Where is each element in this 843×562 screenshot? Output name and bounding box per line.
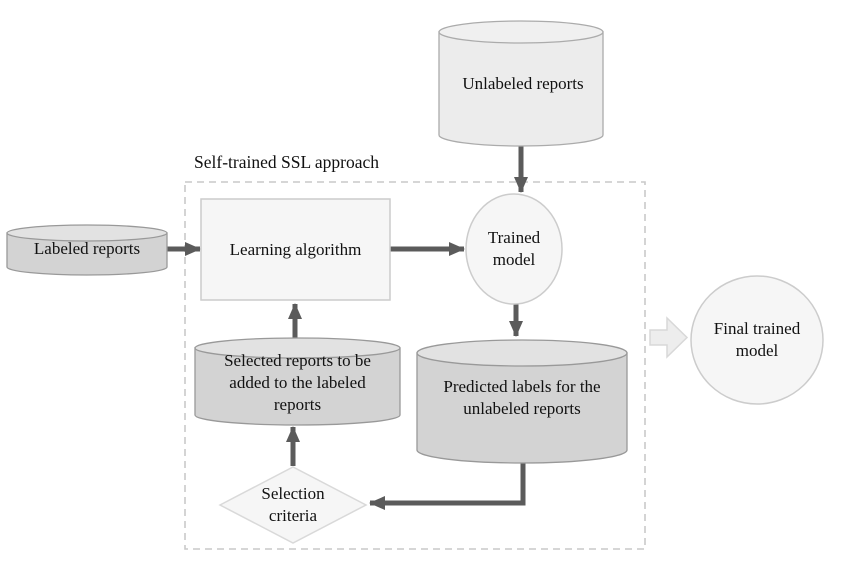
- selection-criteria-label: Selection criteria: [261, 484, 325, 525]
- block-arrow-to-final-model: [649, 316, 689, 359]
- labeled-reports-cylinder: [6, 224, 168, 276]
- unlabeled-reports-label: Unlabeled reports: [462, 73, 584, 93]
- ssl-container-dashed-box: [184, 181, 646, 550]
- ssl-container-title: Self-trained SSL approach: [194, 152, 379, 172]
- selected-reports-label: Selected reports to be added to the labe…: [224, 351, 371, 414]
- unlabeled-reports-cylinder: [438, 20, 604, 147]
- learning-algorithm-box: [200, 198, 391, 301]
- predicted-labels-label: Predicted labels for the unlabeled repor…: [443, 376, 601, 418]
- arrow-predicted-to-selection: [369, 456, 526, 510]
- selected-reports-cylinder: [194, 337, 401, 426]
- trained-model-label: Trained model: [487, 228, 541, 269]
- trained-model-circle: [465, 193, 563, 305]
- selection-criteria-diamond: [218, 466, 368, 544]
- learning-algorithm-label: Learning algorithm: [229, 239, 362, 259]
- final-trained-model-circle: [690, 275, 824, 405]
- predicted-labels-cylinder: [416, 339, 628, 464]
- labeled-reports-label: Labeled reports: [33, 239, 141, 259]
- final-trained-model-label: Final trained model: [713, 319, 801, 360]
